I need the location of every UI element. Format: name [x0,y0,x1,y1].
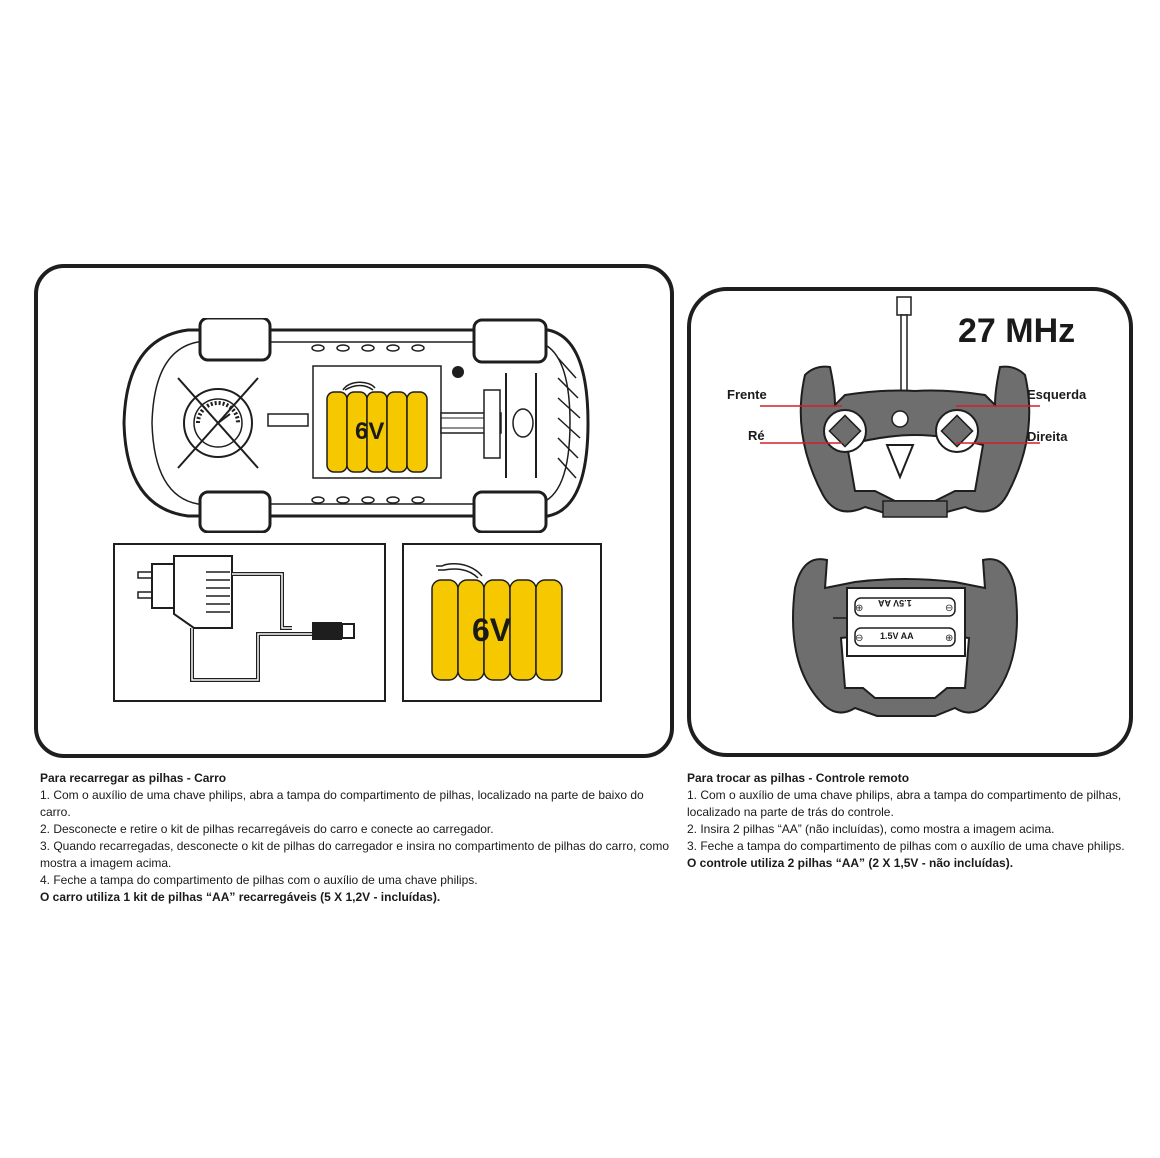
charger-box [113,543,386,702]
svg-text:⊕: ⊕ [945,633,953,644]
svg-text:⊕: ⊕ [855,603,863,614]
remote-battery-note: O controle utiliza 2 pilhas “AA” (2 X 1,… [687,856,1014,870]
remote-battery-text-top: 1.5V AA [878,598,912,608]
car-step-1: 1. Com o auxílio de uma chave philips, a… [40,788,644,819]
label-reverse: Ré [748,428,765,443]
remote-step-3: 3. Feche a tampa do compartimento de pil… [687,839,1125,853]
remote-panel [687,287,1133,757]
remote-instructions: Para trocar as pilhas - Controle remoto … [687,770,1137,872]
remote-front [799,296,1031,518]
car-step-2: 2. Desconecte e retire o kit de pilhas r… [40,822,494,836]
car-instructions-heading: Para recarregar as pilhas - Carro [40,771,227,785]
label-left: Esquerda [1027,387,1087,402]
svg-text:⊖: ⊖ [945,603,953,614]
remote-step-1: 1. Com o auxílio de uma chave philips, a… [687,788,1122,819]
car-step-3: 3. Quando recarregadas, desconecte o kit… [40,839,670,870]
frequency-label: 27 MHz [958,312,1076,350]
car-instructions: Para recarregar as pilhas - Carro 1. Com… [40,770,670,906]
svg-text:⊖: ⊖ [855,633,863,644]
label-right: Direita [1027,429,1068,444]
remote-back: ⊕ ⊖ ⊖ ⊕ [792,558,1018,717]
remote-instructions-heading: Para trocar as pilhas - Controle remoto [687,771,910,785]
charger-battery-pack [431,562,563,681]
battery-box [402,543,602,702]
car-battery-pack [326,381,428,473]
car-battery-voltage: 6V [355,418,385,445]
label-forward: Frente [727,387,767,402]
remote-step-2: 2. Insira 2 pilhas “AA” (não incluídas),… [687,822,1055,836]
label-pointers [760,405,1040,444]
car-battery-note: O carro utiliza 1 kit de pilhas “AA” rec… [40,890,441,904]
charger-battery-voltage: 6V [472,612,512,648]
charger-illustration [137,555,355,682]
car-step-4: 4. Feche a tampa do compartimento de pil… [40,873,478,887]
remote-battery-text-bottom: 1.5V AA [880,631,914,641]
